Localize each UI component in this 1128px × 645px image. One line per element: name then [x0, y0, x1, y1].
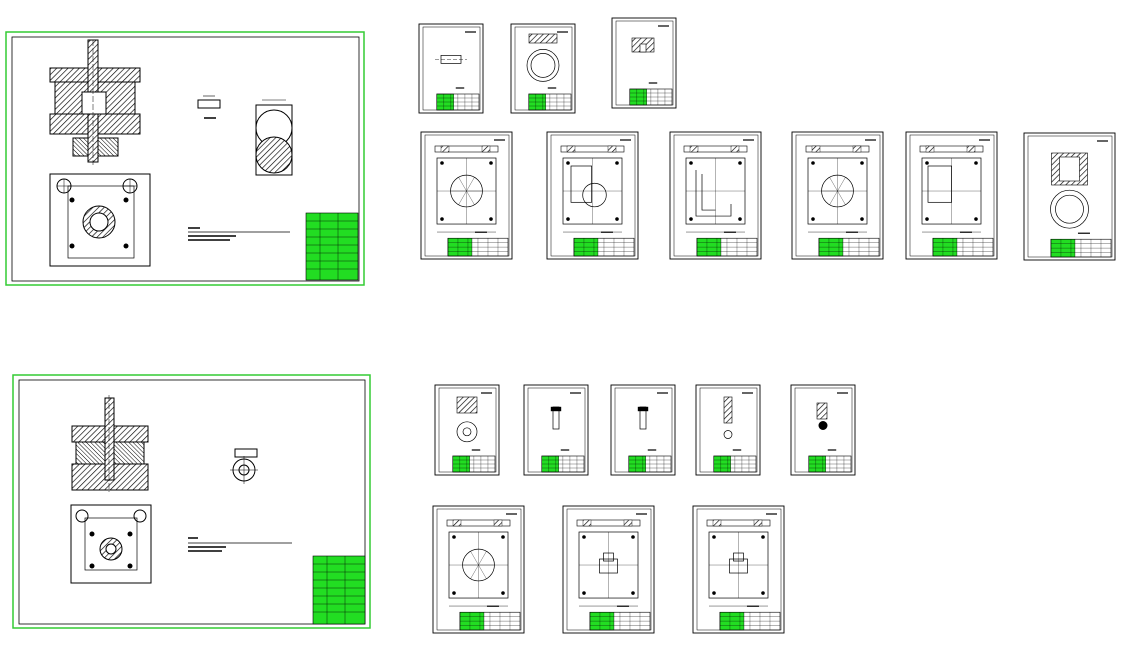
part-title-block — [1050, 232, 1112, 258]
workpiece-detail — [197, 95, 293, 176]
part-sheet-row4-1[interactable] — [432, 505, 525, 634]
part-sheet-row3-3[interactable] — [610, 384, 676, 476]
punch-tall-view — [723, 396, 733, 439]
part-sheet-row1-3[interactable] — [611, 17, 677, 109]
part-sheet-row3-5[interactable] — [790, 384, 856, 476]
plate-square-cut-view — [706, 519, 771, 607]
part-title-block — [818, 231, 880, 257]
plate-cross-view — [919, 145, 984, 233]
plate-square-cut-view — [576, 519, 641, 607]
part-title-block — [436, 87, 480, 111]
title-block — [305, 212, 359, 281]
part-title-block — [541, 449, 585, 473]
part-title-block — [447, 231, 509, 257]
part-sheet-row2-1[interactable] — [420, 131, 513, 260]
assembly-drawing-bottom[interactable] — [12, 374, 371, 629]
part-sheets-layer — [418, 17, 1116, 634]
part-sheet-row1-2[interactable] — [510, 23, 576, 114]
part-sheet-row1-1[interactable] — [418, 23, 484, 114]
part-sheet-row3-4[interactable] — [695, 384, 761, 476]
pin-view — [550, 406, 562, 430]
punch-small-b-view — [816, 402, 828, 430]
part-sheet-row3-1[interactable] — [434, 384, 500, 476]
workpiece-detail-2 — [230, 448, 258, 484]
assembly-drawing-top[interactable] — [5, 31, 365, 286]
part-sheet-row2-3[interactable] — [669, 131, 762, 260]
die-ring-view — [1050, 152, 1089, 229]
die-set-plan-view-2 — [70, 504, 152, 584]
part-sheet-row2-6[interactable] — [1023, 132, 1116, 261]
part-title-block — [629, 82, 673, 106]
title-block-2 — [312, 555, 366, 625]
technical-notes — [188, 227, 290, 241]
part-title-block — [932, 231, 994, 257]
part-sheet-row4-3[interactable] — [692, 505, 785, 634]
die-set-plan-view — [49, 173, 151, 267]
part-title-block — [573, 231, 635, 257]
plate-offset-circle-view — [560, 145, 625, 233]
plate-slot-view — [683, 145, 748, 233]
ring-block-view — [526, 33, 560, 82]
part-title-block — [713, 449, 757, 473]
part-sheet-row2-4[interactable] — [791, 131, 884, 260]
pin-view — [637, 406, 649, 430]
punch-small-view — [435, 55, 467, 64]
part-title-block — [696, 231, 758, 257]
technical-notes-2 — [188, 537, 292, 552]
die-set-section-view-2 — [71, 395, 149, 492]
stripper-small-view — [631, 37, 655, 53]
part-sheet-row2-5[interactable] — [905, 131, 998, 260]
die-set-section-view — [49, 39, 141, 165]
part-title-block — [452, 449, 496, 473]
part-title-block — [589, 605, 651, 631]
part-title-block — [628, 449, 672, 473]
part-title-block — [719, 605, 781, 631]
part-title-block — [528, 87, 572, 111]
part-title-block — [459, 605, 521, 631]
punch-ring-view — [456, 396, 478, 443]
part-sheet-row3-2[interactable] — [523, 384, 589, 476]
part-sheet-row2-2[interactable] — [546, 131, 639, 260]
part-sheet-row4-2[interactable] — [562, 505, 655, 634]
part-title-block — [808, 449, 852, 473]
